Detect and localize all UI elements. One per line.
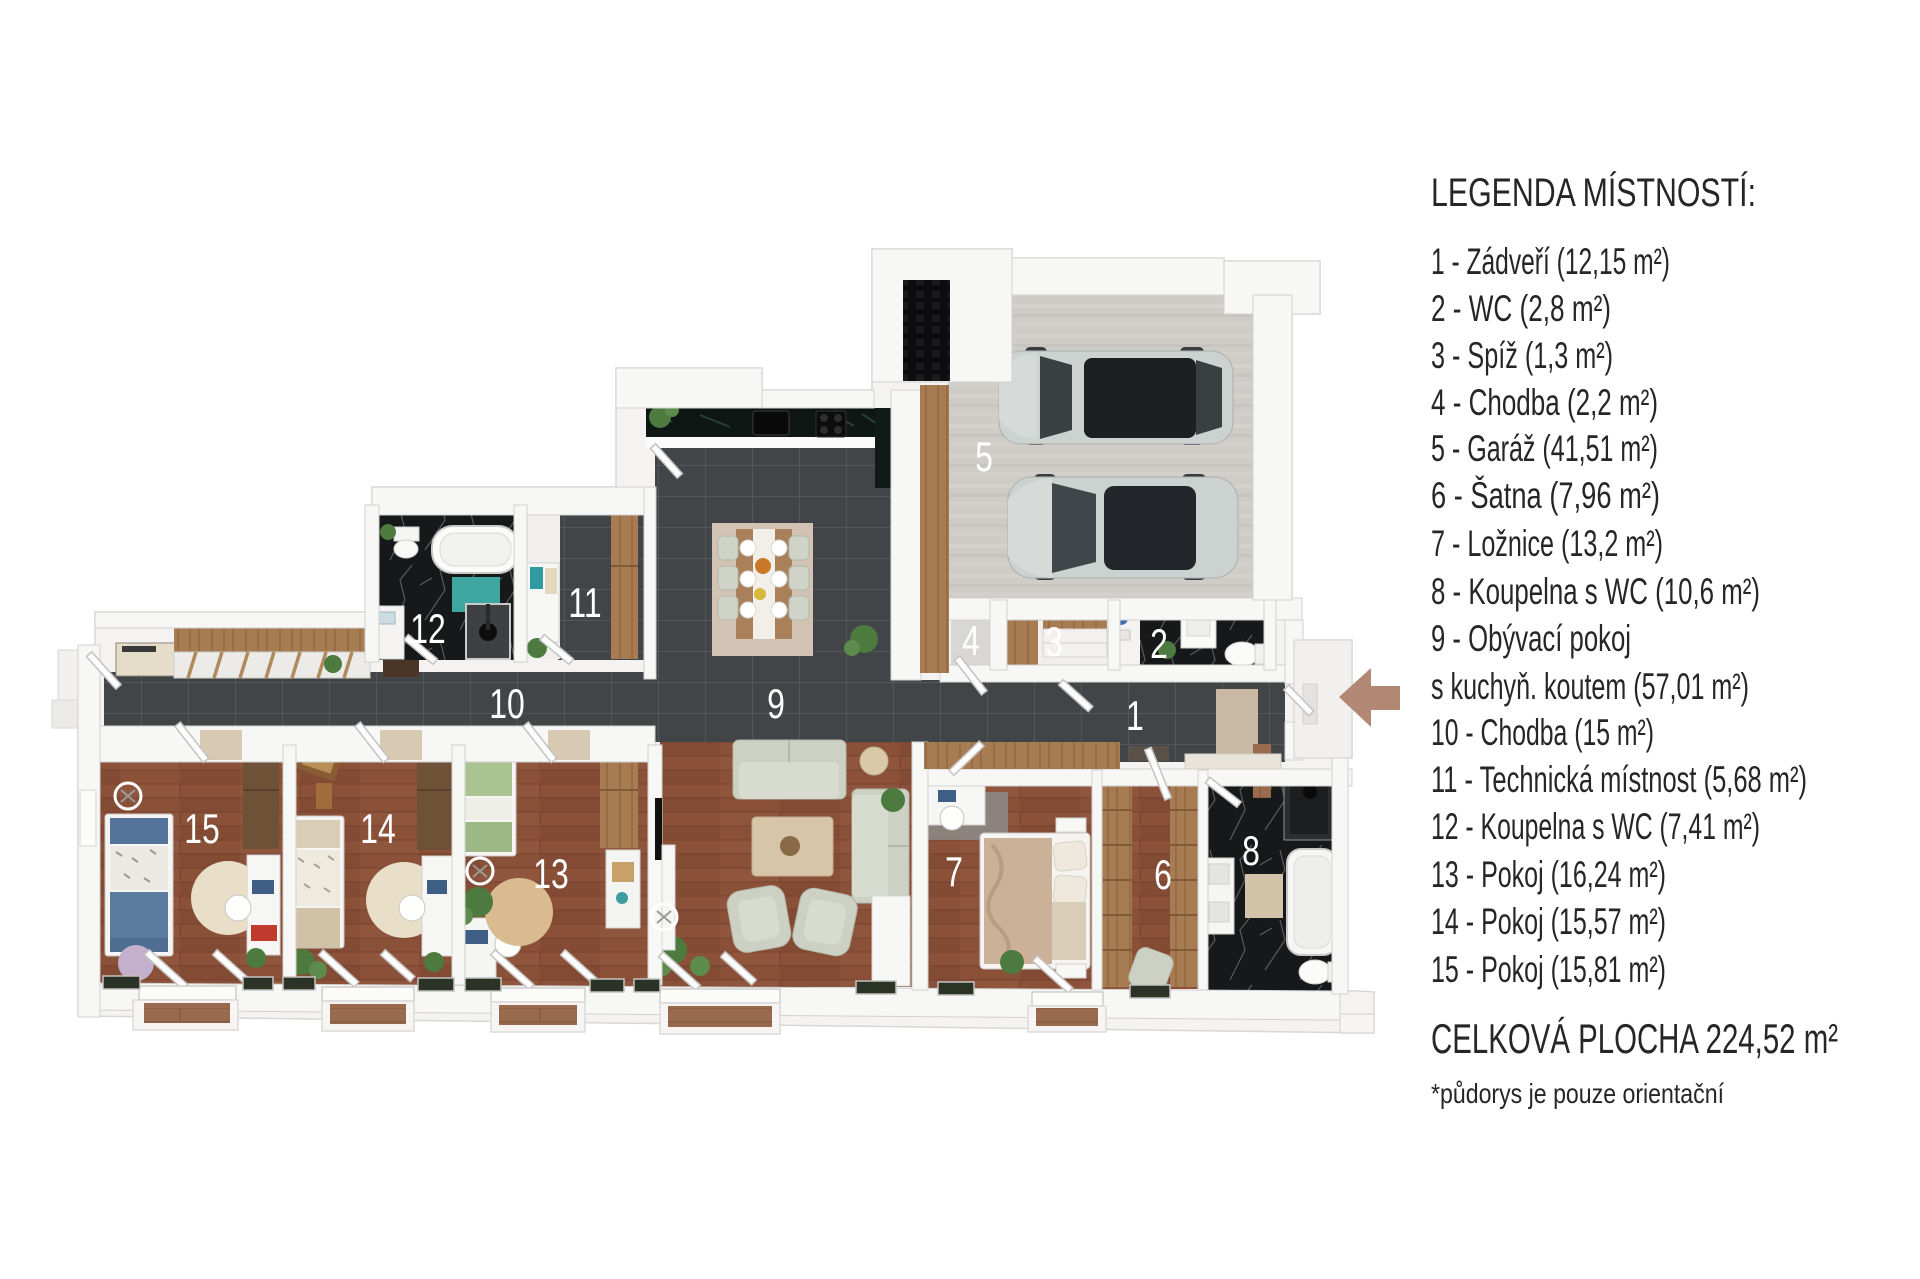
svg-text:1: 1	[1126, 692, 1144, 739]
svg-text:4 - Chodba (2,2 m²): 4 - Chodba (2,2 m²)	[1431, 382, 1658, 423]
svg-text:4: 4	[962, 617, 980, 664]
svg-text:6 - Šatna (7,96 m²): 6 - Šatna (7,96 m²)	[1431, 475, 1660, 516]
svg-text:*půdorys je pouze orientační: *půdorys je pouze orientační	[1431, 1078, 1724, 1109]
svg-text:13: 13	[533, 850, 569, 897]
svg-text:7 - Ložnice (13,2 m²): 7 - Ložnice (13,2 m²)	[1431, 523, 1663, 564]
svg-text:2: 2	[1150, 620, 1168, 667]
svg-text:15 - Pokoj (15,81 m²): 15 - Pokoj (15,81 m²)	[1431, 949, 1666, 990]
svg-text:11 - Technická místnost (5,68: 11 - Technická místnost (5,68 m²)	[1431, 759, 1807, 800]
svg-text:5: 5	[975, 433, 993, 480]
svg-text:14 - Pokoj (15,57 m²): 14 - Pokoj (15,57 m²)	[1431, 901, 1666, 942]
svg-text:9: 9	[767, 680, 785, 727]
svg-text:3: 3	[1045, 618, 1063, 665]
svg-text:8 - Koupelna s WC (10,6 m²): 8 - Koupelna s WC (10,6 m²)	[1431, 571, 1760, 612]
svg-text:LEGENDA MÍSTNOSTÍ:: LEGENDA MÍSTNOSTÍ:	[1431, 170, 1756, 215]
svg-text:6: 6	[1154, 851, 1172, 898]
svg-text:10: 10	[489, 680, 525, 727]
svg-text:12: 12	[410, 605, 446, 652]
svg-text:15: 15	[184, 805, 220, 852]
svg-text:3 - Spíž (1,3 m²): 3 - Spíž (1,3 m²)	[1431, 335, 1613, 376]
svg-text:10 - Chodba (15 m²): 10 - Chodba (15 m²)	[1431, 712, 1654, 753]
svg-text:14: 14	[360, 805, 396, 852]
svg-text:1 - Zádveří (12,15 m²): 1 - Zádveří (12,15 m²)	[1431, 241, 1670, 282]
svg-text:9 - Obývací pokoj: 9 - Obývací pokoj	[1431, 618, 1631, 659]
svg-text:5 - Garáž (41,51 m²): 5 - Garáž (41,51 m²)	[1431, 428, 1658, 469]
svg-text:2 - WC (2,8 m²): 2 - WC (2,8 m²)	[1431, 288, 1611, 329]
svg-text:7: 7	[945, 848, 963, 895]
svg-text:11: 11	[568, 579, 601, 626]
svg-text:8: 8	[1242, 827, 1260, 874]
svg-text:12 - Koupelna s WC (7,41 m²): 12 - Koupelna s WC (7,41 m²)	[1431, 806, 1760, 847]
svg-text:CELKOVÁ PLOCHA 224,52 m²: CELKOVÁ PLOCHA 224,52 m²	[1431, 1015, 1838, 1062]
svg-text:13 - Pokoj (16,24 m²): 13 - Pokoj (16,24 m²)	[1431, 854, 1666, 895]
svg-text:s kuchyň. koutem (57,01 m²): s kuchyň. koutem (57,01 m²)	[1431, 666, 1749, 707]
